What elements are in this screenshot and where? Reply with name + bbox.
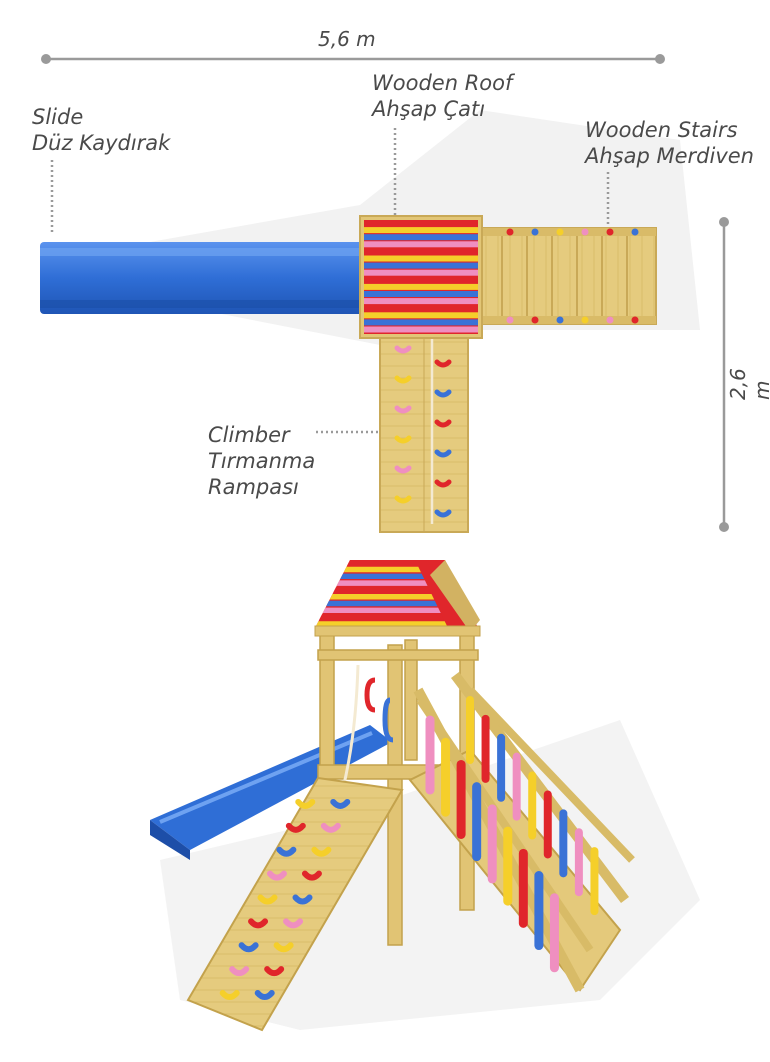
roof-stripe xyxy=(315,621,448,627)
climbing-hold xyxy=(292,894,313,905)
roof-stripe xyxy=(364,248,478,255)
stairs-label: Wooden Stairs Ahşap Merdiven xyxy=(585,117,754,169)
climber-label: Climber Tırmanma Rampası xyxy=(208,422,315,500)
climbing-hold xyxy=(283,918,304,929)
climbing-hold xyxy=(285,822,306,833)
roof-top-view xyxy=(359,215,483,339)
roof-stripe xyxy=(343,566,421,573)
roof-stripe xyxy=(364,312,478,319)
roof-stripe xyxy=(319,614,445,620)
roof-stripe xyxy=(326,600,438,607)
roof-stripe xyxy=(364,255,478,262)
roof-stripe xyxy=(364,305,478,312)
climbing-hold xyxy=(266,870,287,881)
climbing-hold xyxy=(320,822,341,833)
stairs-label-tr: Ahşap Merdiven xyxy=(585,144,754,168)
roof-3d xyxy=(314,560,481,637)
climber-3d xyxy=(186,776,404,1032)
roof-stripe xyxy=(364,291,478,297)
slide-top-view xyxy=(40,242,370,314)
climbing-hold xyxy=(229,966,250,977)
roof-label-en: Wooden Roof xyxy=(372,71,513,95)
climber-label-line1: Climber xyxy=(208,423,290,447)
roof-stripe xyxy=(364,220,478,226)
roof-stripe xyxy=(333,587,431,593)
roof-stripe xyxy=(329,594,435,600)
climbing-hold xyxy=(264,966,285,977)
roof-stripe xyxy=(364,326,478,333)
climbing-hold xyxy=(254,990,275,1001)
roof-stripe xyxy=(364,241,478,248)
depth-dimension xyxy=(719,217,729,532)
roof-stripe xyxy=(340,573,425,580)
climbing-hold xyxy=(248,918,269,929)
climbing-hold xyxy=(238,942,259,953)
climbing-hold xyxy=(219,990,240,1001)
slide-label: Slide Düz Kaydırak xyxy=(32,104,170,156)
climbing-hold xyxy=(273,942,294,953)
roof-stripe xyxy=(364,227,478,234)
climber-top-view xyxy=(379,335,469,533)
roof-stripe xyxy=(336,580,428,586)
roof-stripe xyxy=(364,269,478,276)
roof-label-tr: Ahşap Çatı xyxy=(372,97,486,121)
width-dimension xyxy=(41,54,665,64)
slide-label-tr: Düz Kaydırak xyxy=(32,131,171,155)
climbing-hold xyxy=(330,798,351,809)
stairs-top-view xyxy=(477,227,657,325)
climbing-hold xyxy=(301,870,322,881)
roof-stripe xyxy=(364,276,478,283)
width-dimension-label: 5,6 m xyxy=(318,27,376,51)
climbing-hold xyxy=(276,846,297,857)
climber-label-line2: Tırmanma xyxy=(208,449,316,473)
roof-stripe xyxy=(364,283,478,290)
roof-stripe xyxy=(364,262,478,269)
stairs-3d xyxy=(408,671,635,993)
roof-stripe xyxy=(364,298,478,305)
depth-dimension-label: 2,6 m xyxy=(726,368,770,400)
leader-lines xyxy=(50,128,610,434)
climbing-hold xyxy=(311,846,332,857)
roof-stripe xyxy=(347,560,418,566)
stairs-label-en: Wooden Stairs xyxy=(585,118,738,142)
roof-label: Wooden Roof Ahşap Çatı xyxy=(372,70,512,122)
climbing-hold xyxy=(257,894,278,905)
red-handle-3d xyxy=(364,677,376,713)
roof-stripe xyxy=(322,607,441,614)
climber-label-line3: Rampası xyxy=(208,475,299,499)
handle-3d xyxy=(382,697,394,743)
roof-stripe xyxy=(364,319,478,326)
slide-label-en: Slide xyxy=(32,105,84,129)
climbing-hold xyxy=(295,798,316,809)
roof-stripe xyxy=(364,234,478,241)
